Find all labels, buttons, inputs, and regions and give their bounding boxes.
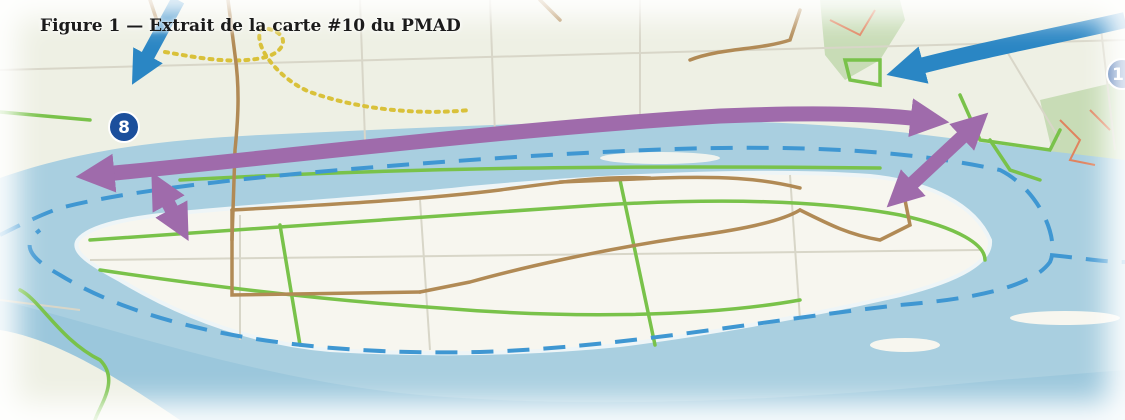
dashed-navigation-route-east (1049, 253, 1125, 264)
blue-entry-arrow-northwest (131, 0, 185, 85)
route-number-marker-icon (108, 111, 140, 143)
islet-1 (870, 338, 940, 352)
orange-trails (829, 9, 1111, 166)
purple-connection-arrow-east (886, 112, 989, 208)
blue-entry-arrow-northeast (886, 12, 1125, 84)
island-main (74, 170, 993, 356)
islet-2 (1010, 311, 1120, 325)
dashed-navigation-route (0, 145, 1055, 355)
route-marker-8: 8 (108, 111, 140, 143)
islet-3 (600, 152, 720, 164)
park-area-north (820, 0, 905, 80)
river-water-shallow (0, 300, 1125, 420)
route-number-marker-icon (1106, 58, 1125, 90)
route-marker-label: 8 (118, 118, 130, 138)
route-marker-label: 1 (1112, 65, 1124, 85)
purple-connection-arrow-main (75, 98, 950, 193)
purple-connection-arrow-west (151, 171, 189, 242)
figure-caption: Figure 1 — Extrait de la carte #10 du PM… (40, 16, 461, 36)
route-marker-1: 1 (1106, 58, 1125, 90)
south-shore-land (0, 330, 180, 420)
